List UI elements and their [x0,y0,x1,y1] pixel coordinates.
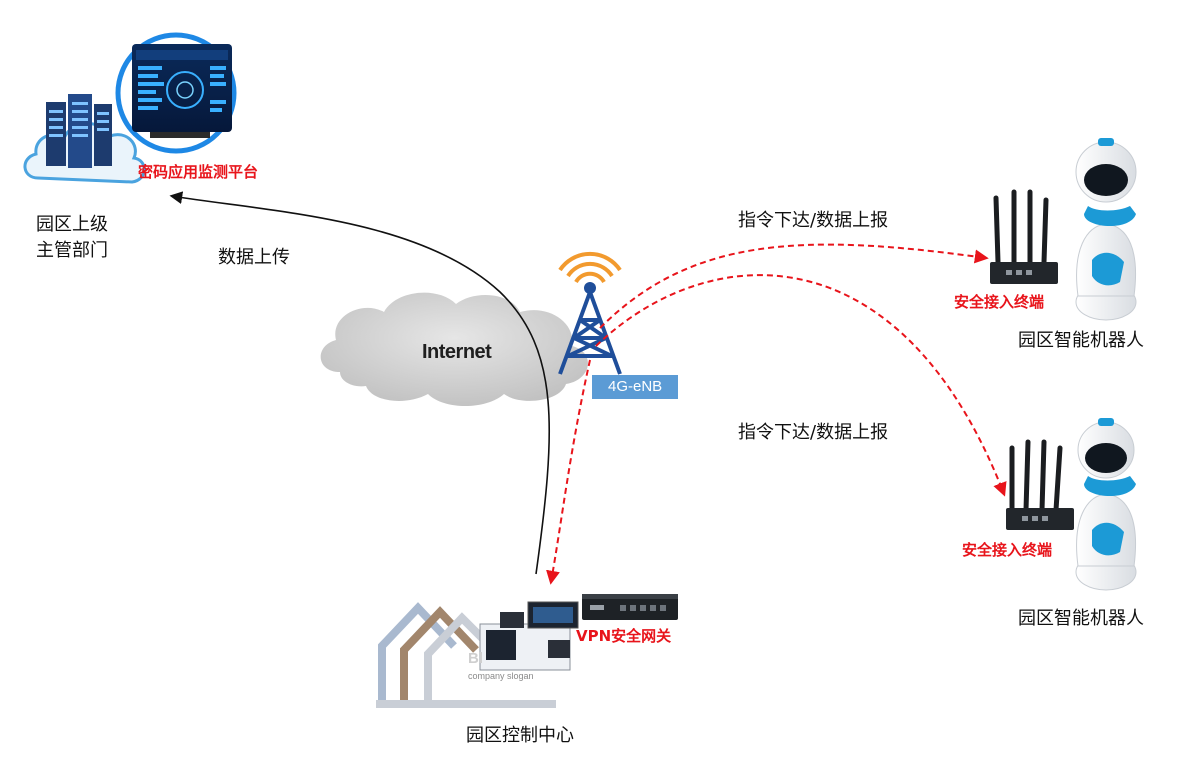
supervisor-label: 园区上级 主管部门 [36,212,108,264]
internet-cloud-icon [320,292,588,406]
supervisor-label-line2: 主管部门 [36,240,108,261]
supervisor-label-line1: 园区上级 [36,214,108,235]
command-edge-label-bottom: 指令下达/数据上报 [738,422,889,443]
robot-bottom-terminal-label: 安全接入终端 [962,541,1053,559]
robot-bottom-terminal-icon [1006,439,1074,530]
upload-arrow [169,191,551,575]
building-slogan-text: company slogan [468,671,534,681]
robot-top-terminal-label: 安全接入终端 [954,293,1045,311]
robot-top-label: 园区智能机器人 [1018,330,1144,351]
vpn-gateway-device-icon [582,594,678,620]
vpn-gateway-label: VPN安全网关 [576,627,672,645]
building-logo-text: Bl [468,650,483,667]
robot-top-icon [1075,138,1137,321]
monitor-platform-label: 密码应用监测平台 [138,163,259,181]
control-center-building-icon [376,601,579,708]
command-arrow-top [599,243,989,329]
robot-top-terminal-icon [990,189,1058,284]
base-station-label: 4G-eNB [592,375,679,399]
monitor-platform-icon [115,32,237,154]
command-arrow-control-center [546,359,591,585]
robot-bottom-icon [1075,418,1137,591]
command-arrow-bottom [595,274,1007,497]
robot-bottom-label: 园区智能机器人 [1018,608,1144,629]
internet-label: Internet [422,341,492,363]
upload-edge-label: 数据上传 [218,247,290,268]
base-station-tower-icon [558,251,622,375]
control-center-label: 园区控制中心 [466,725,574,746]
command-edge-label-top: 指令下达/数据上报 [738,210,889,231]
server-cloud-icon [23,94,146,184]
